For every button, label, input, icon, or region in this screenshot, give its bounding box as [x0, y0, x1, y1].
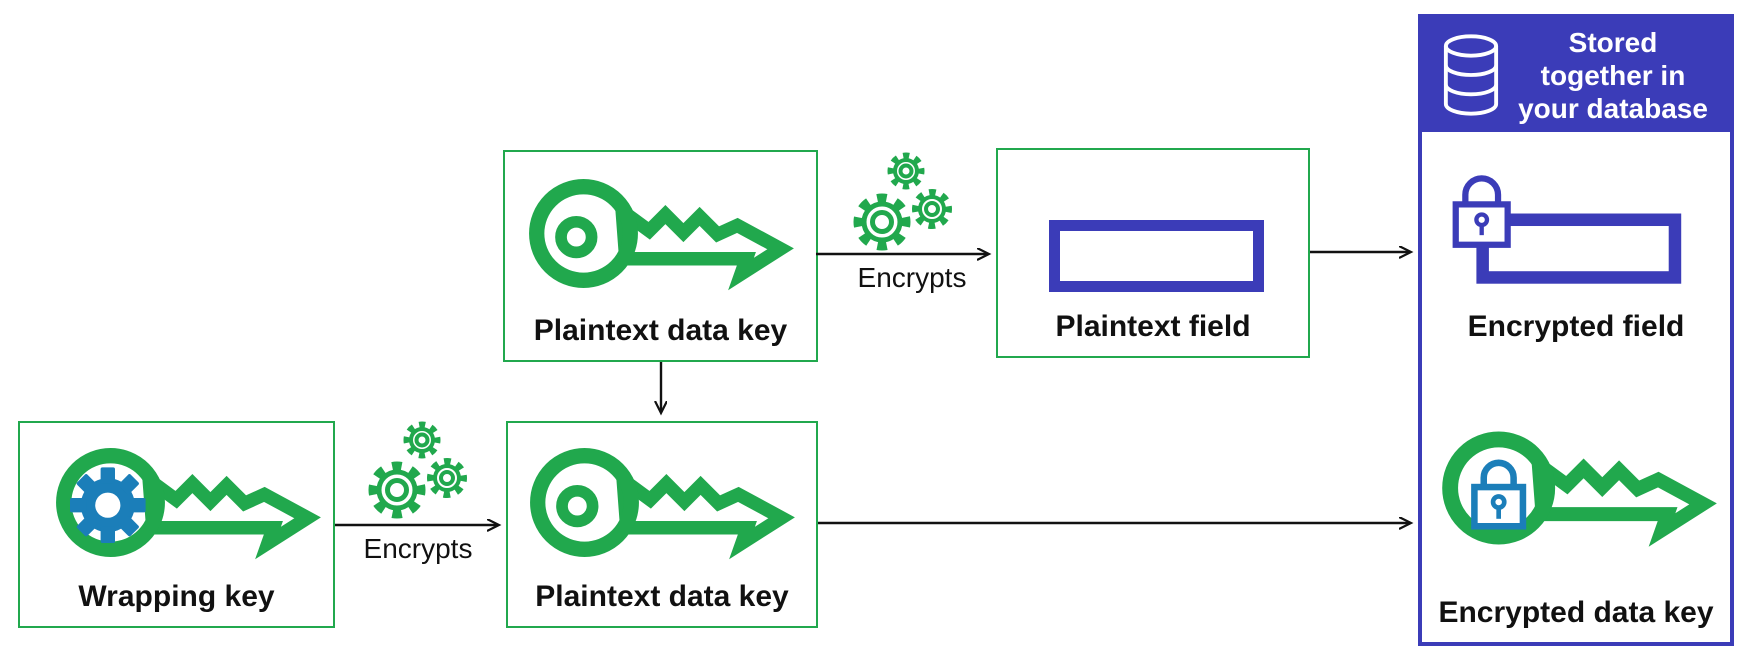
arrow-datakey-down: [646, 362, 676, 422]
arrow-datakey-to-field: [816, 240, 1002, 270]
field-rect-icon: [1049, 220, 1264, 292]
wrapping-key-icon: [56, 448, 321, 560]
plaintext-data-key-top-label: Plaintext data key: [533, 314, 788, 347]
arrow-field-to-panel: [1310, 238, 1422, 268]
arrow-datakey-to-panel: [818, 509, 1422, 539]
arrow-wrapping-to-datakey: [335, 510, 510, 540]
database-panel: Stored together in your database Encrypt…: [1418, 14, 1734, 646]
padlock-icon: [1471, 459, 1527, 530]
gears-icon: [368, 421, 467, 519]
plaintext-data-key-bottom-label: Plaintext data key: [535, 580, 789, 613]
gears-icon: [853, 152, 952, 251]
encrypted-data-key-icon: [1442, 431, 1717, 547]
encrypts-label: Encrypts: [857, 262, 967, 293]
encrypts-label: Encrypts: [363, 533, 473, 564]
wrapping-key-label: Wrapping key: [78, 580, 275, 613]
plaintext-data-key-bottom-box: Plaintext data key: [506, 421, 818, 628]
plaintext-data-key-top-box: Plaintext data key: [503, 150, 818, 362]
plaintext-key-icon: [529, 179, 794, 291]
panel-title: Stored together in your database: [1518, 26, 1708, 124]
encrypted-field-icon: [1452, 175, 1682, 284]
database-icon: [1443, 34, 1499, 116]
plaintext-field-label: Plaintext field: [1055, 310, 1251, 343]
encrypted-field-label: Encrypted field: [1467, 310, 1685, 343]
encrypted-data-key-label: Encrypted data key: [1438, 596, 1714, 629]
padlock-shackle: [1462, 175, 1502, 205]
wrapping-key-box: Wrapping key: [18, 421, 335, 628]
plaintext-field-box: Plaintext field: [996, 148, 1310, 358]
database-panel-header: Stored together in your database: [1422, 18, 1730, 132]
blue-gear-icon: [70, 467, 146, 543]
plaintext-key-icon: [530, 448, 795, 560]
